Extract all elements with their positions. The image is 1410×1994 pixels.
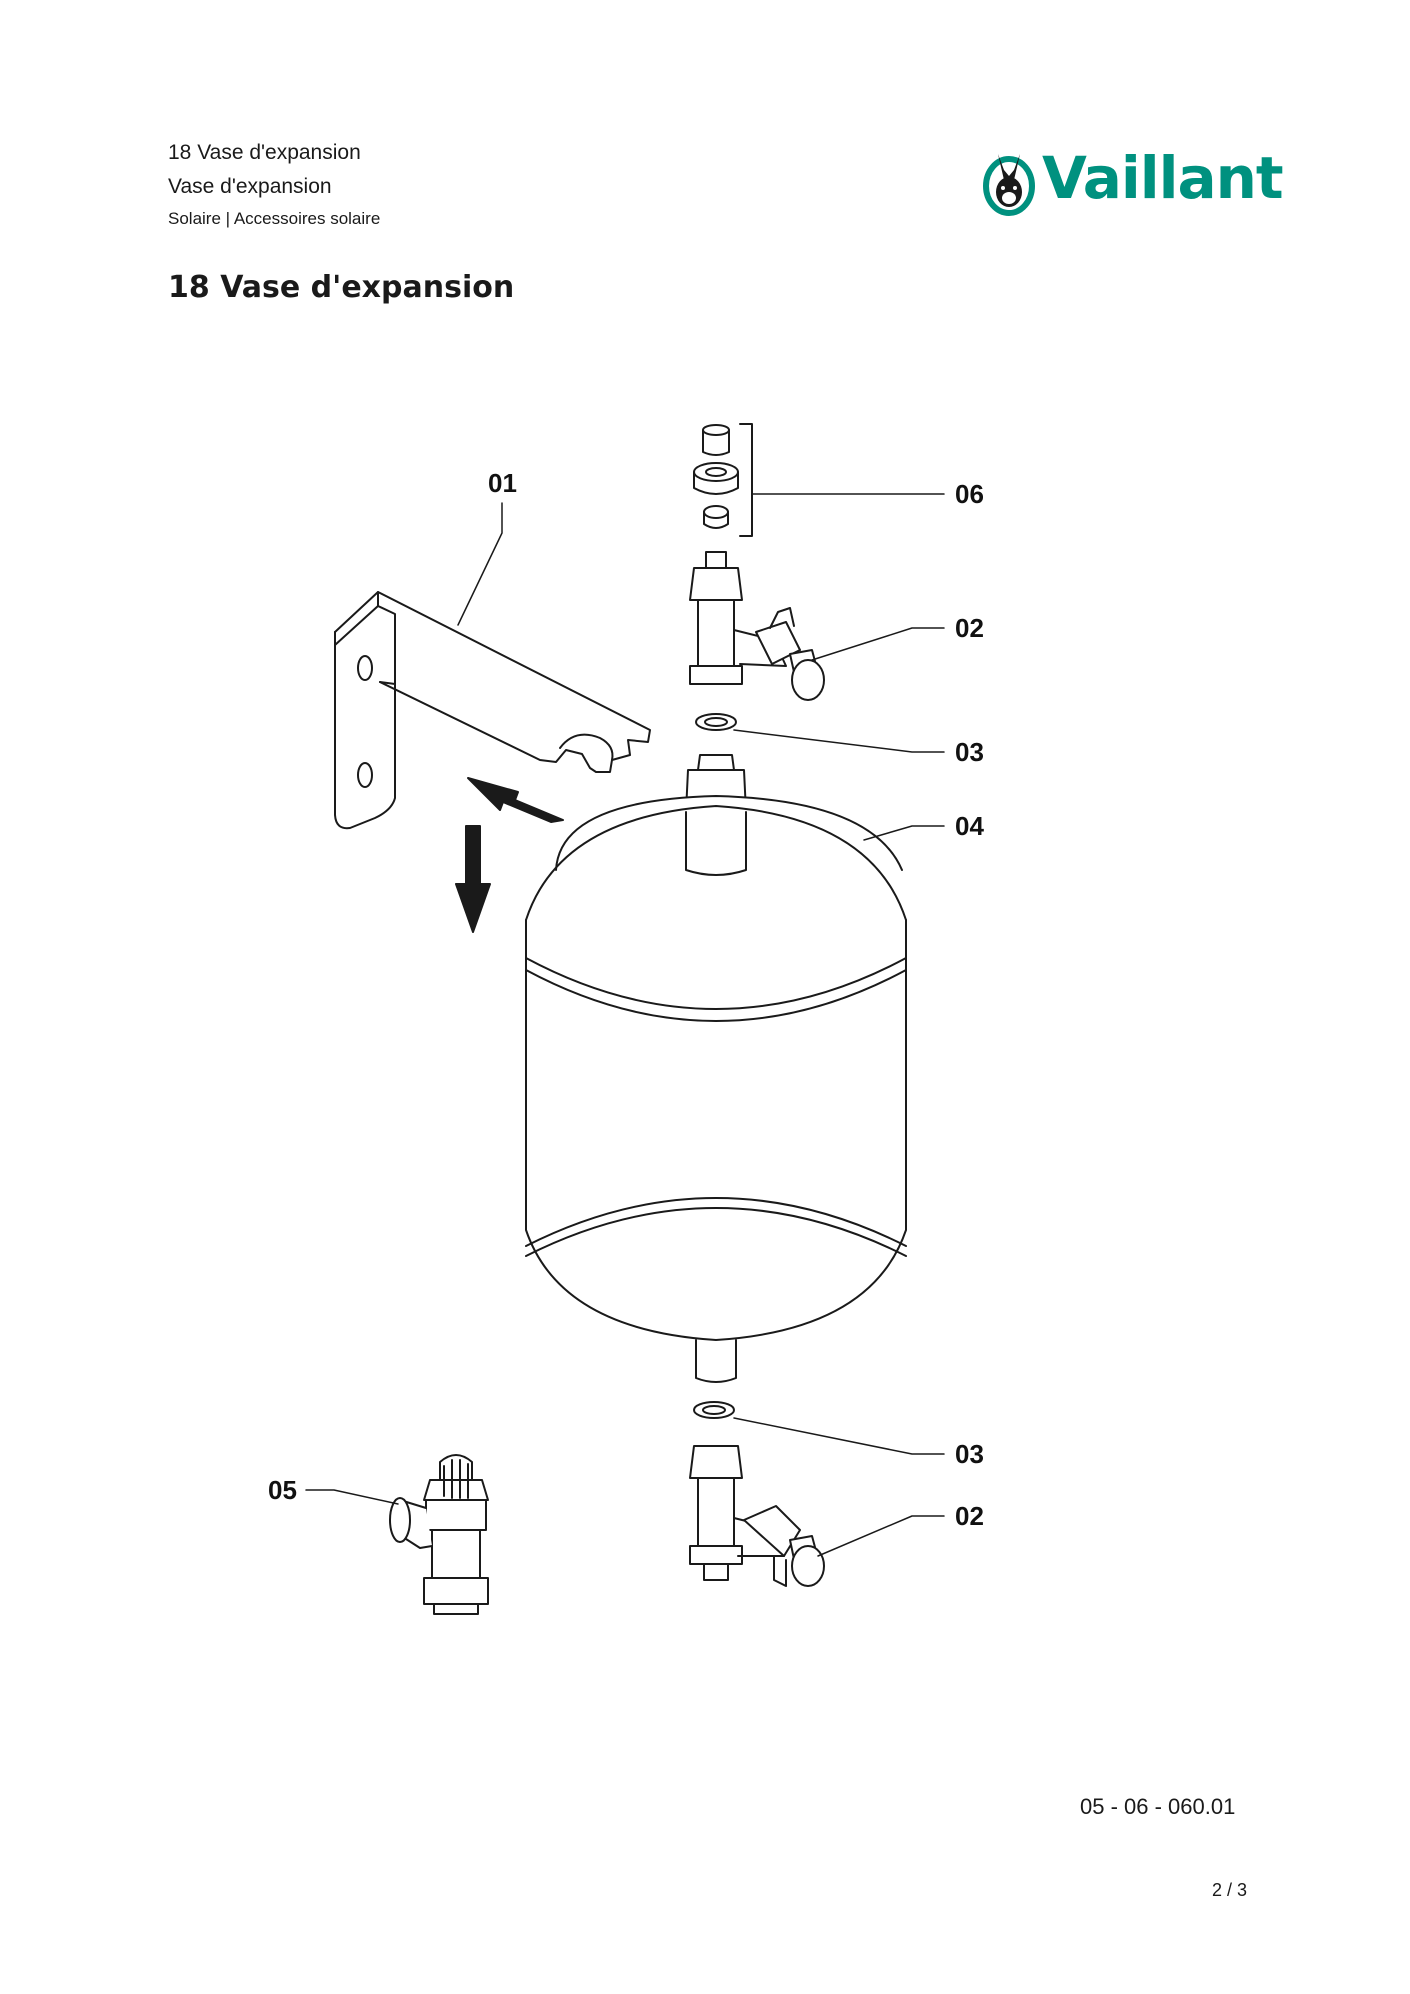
mounting-arrows [455, 777, 564, 933]
header-section-title: 18 Vase d'expansion [168, 141, 361, 164]
gasket-bottom [693, 1401, 735, 1419]
header-part-name: Vase d'expansion [168, 175, 332, 198]
logo-text: Vaillant [1042, 144, 1284, 212]
callout-03-bottom: 03 [955, 1439, 984, 1469]
callout-02-bottom: 02 [955, 1501, 984, 1531]
callout-02-top: 02 [955, 613, 984, 643]
vaillant-logo: Vaillant [980, 140, 1284, 222]
fitting-set [693, 423, 753, 537]
header: 18 Vase d'expansion Vase d'expansion Sol… [168, 136, 380, 234]
callout-04: 04 [955, 811, 984, 841]
safety-valve [389, 1454, 489, 1615]
ball-valve-top [689, 551, 825, 701]
page-number: 2 / 3 [1212, 1880, 1248, 1900]
callout-05: 05 [268, 1475, 297, 1505]
callout-leaders [305, 493, 945, 1557]
callout-01: 01 [488, 468, 517, 498]
callout-06: 06 [955, 479, 984, 509]
wall-bracket [334, 591, 651, 830]
expansion-vessel [525, 754, 907, 1383]
header-category: Solaire | Accessoires solaire [168, 209, 381, 228]
drawing-reference-code: 05 - 06 - 060.01 [1080, 1794, 1236, 1819]
gasket-top [695, 713, 737, 731]
page-title: 18 Vase d'expansion [168, 270, 515, 305]
ball-valve-bottom [689, 1445, 825, 1587]
callout-03-top: 03 [955, 737, 984, 767]
vaillant-rabbit-icon [983, 154, 1035, 216]
